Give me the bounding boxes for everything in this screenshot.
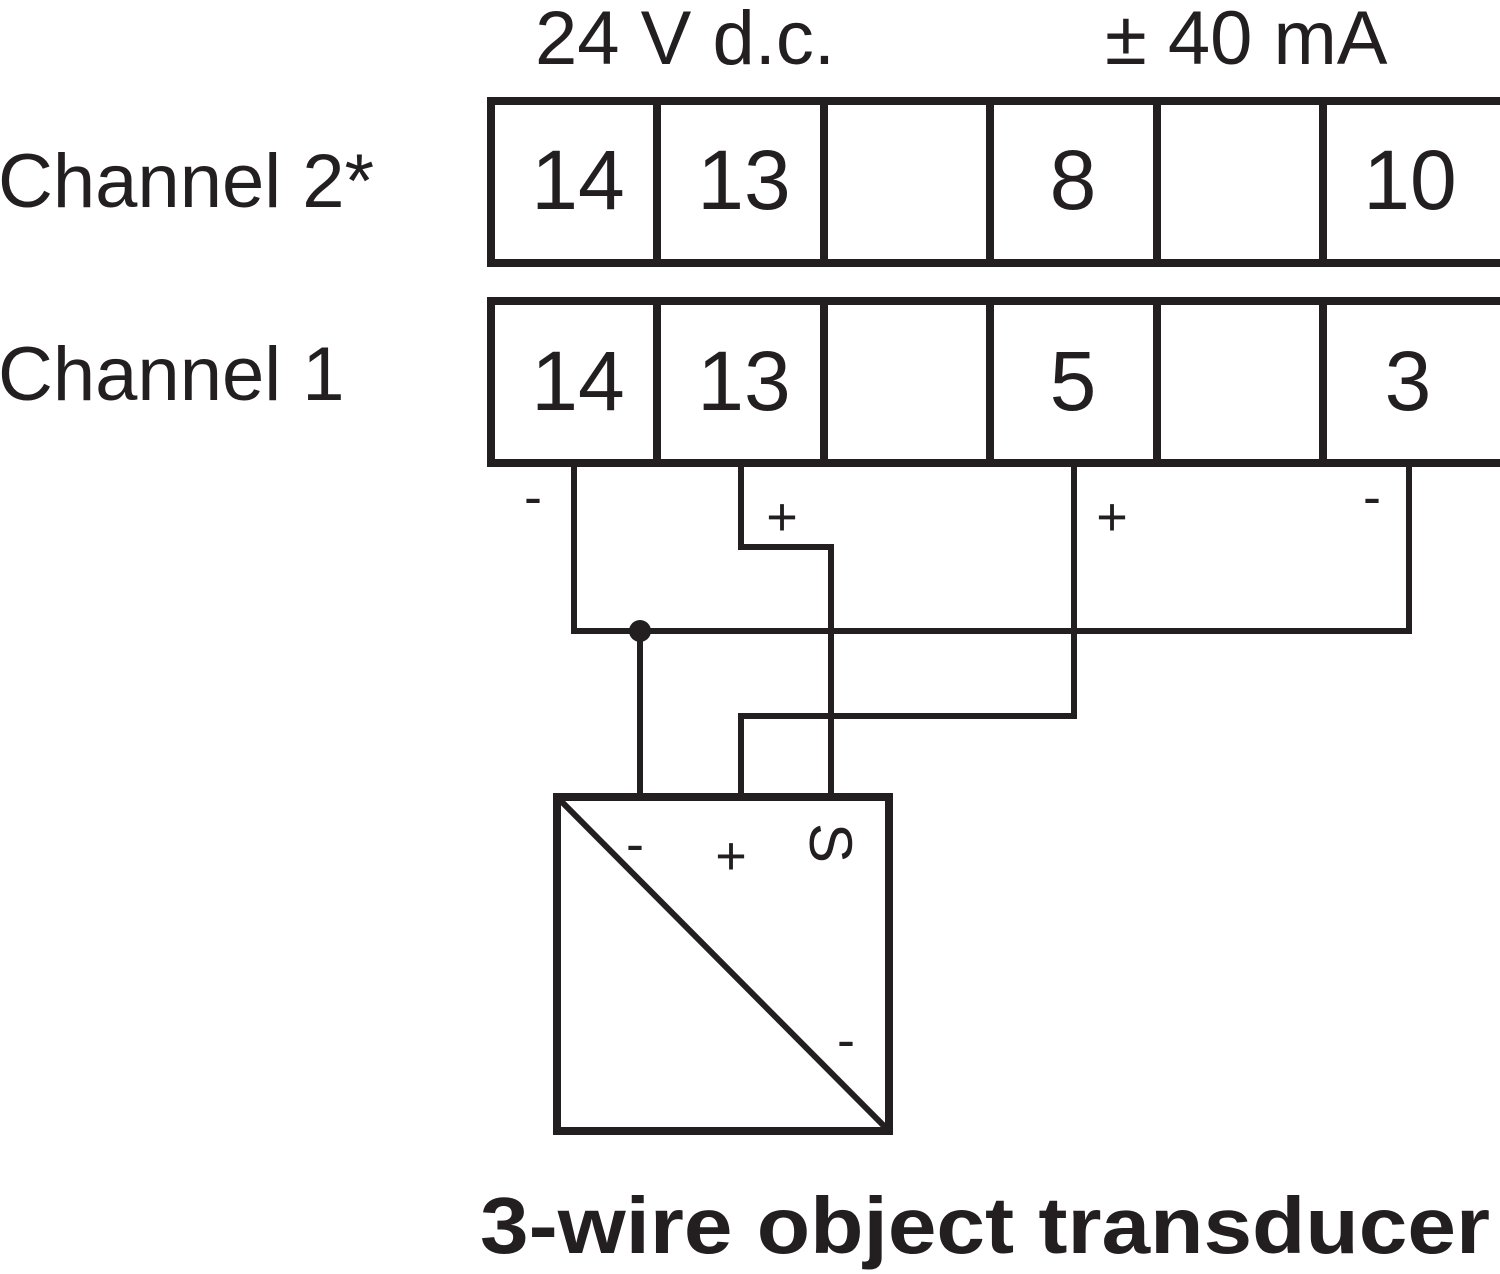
supply-voltage-label: 24 V d.c. <box>535 0 835 81</box>
channel-2-terminal-block <box>487 97 1500 267</box>
channel-2-label: Channel 2* <box>0 139 374 224</box>
supply-plus-wire <box>738 463 834 797</box>
wiring <box>571 463 1412 797</box>
transducer-diagonal <box>554 794 892 1134</box>
negative-bus-wire <box>571 463 1412 634</box>
transducer-symbol <box>553 793 893 1135</box>
signal-plus-wire <box>738 463 1077 797</box>
ch2-terminal-10: 10 <box>1363 133 1456 227</box>
ch2-terminal-14: 14 <box>531 133 624 227</box>
ch2-terminal-13: 13 <box>697 133 790 227</box>
channel-1-terminal-block <box>487 297 1500 467</box>
transducer-caption: 3-wire object transducer <box>480 1181 1490 1270</box>
polarity-minus-14: - <box>524 467 542 527</box>
transducer-pin-minus: - <box>626 814 644 874</box>
ch1-terminal-3: 3 <box>1385 334 1432 428</box>
transducer-box <box>553 793 893 1135</box>
polarity-plus-5: + <box>1096 487 1128 547</box>
ch2-terminal-8: 8 <box>1050 133 1097 227</box>
polarity-plus-13: + <box>766 487 798 547</box>
channel-1-label: Channel 1 <box>0 332 345 417</box>
ch1-terminal-14: 14 <box>531 334 624 428</box>
junction-dot <box>629 620 651 642</box>
transducer-pin-signal: S <box>797 823 864 863</box>
ch1-terminal-13: 13 <box>697 334 790 428</box>
polarity-minus-3: - <box>1363 467 1381 527</box>
current-range-label: ± 40 mA <box>1105 0 1388 81</box>
transducer-pin-plus: + <box>715 826 747 886</box>
ch1-terminal-5: 5 <box>1050 334 1097 428</box>
transducer-inner-minus: - <box>837 1010 855 1070</box>
